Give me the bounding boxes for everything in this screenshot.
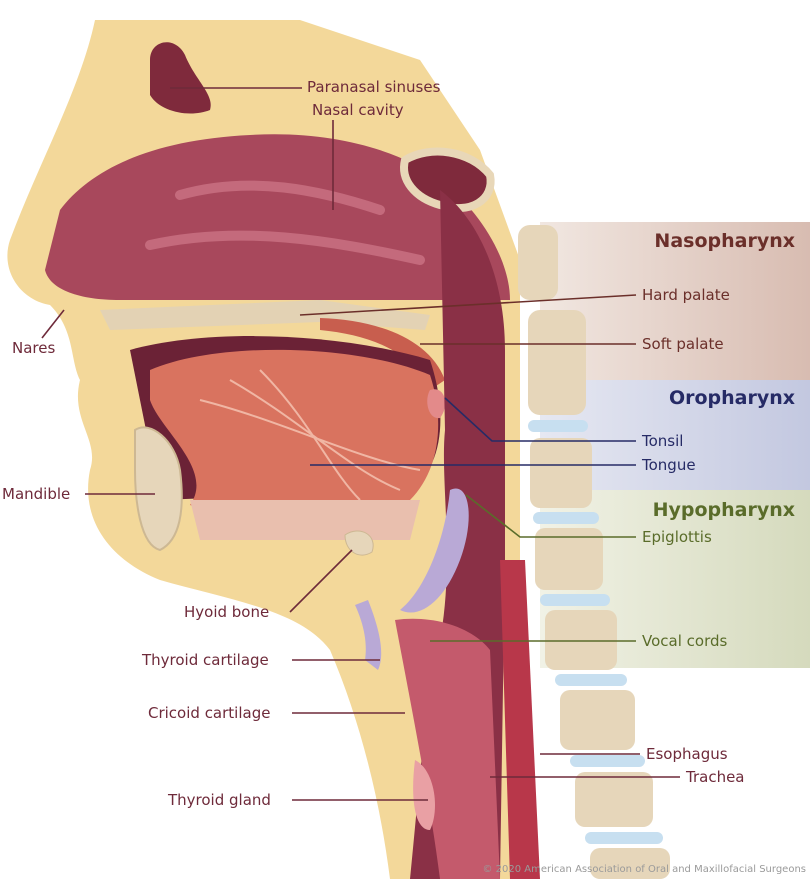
mandible-bone — [134, 426, 183, 552]
label-nasal-cavity: Nasal cavity — [312, 101, 404, 119]
label-cricoid-cartilage: Cricoid cartilage — [148, 704, 271, 722]
region-hypopharynx: Hypopharynx — [653, 501, 795, 520]
label-paranasal-sinuses: Paranasal sinuses — [307, 78, 441, 96]
copyright-notice: © 2020 American Association of Oral and … — [482, 864, 807, 875]
label-thyroid-cartilage: Thyroid cartilage — [142, 651, 269, 669]
tongue — [150, 349, 439, 516]
leader-lines — [41, 87, 680, 801]
epiglottis — [400, 488, 469, 613]
paranasal-sinus-frontal — [150, 42, 211, 114]
paranasal-sinus-sphenoid — [400, 147, 495, 213]
label-tongue: Tongue — [642, 456, 696, 474]
tonsil — [427, 389, 446, 419]
label-thyroid-gland: Thyroid gland — [168, 791, 271, 809]
region-oropharynx: Oropharynx — [669, 389, 795, 408]
larynx-trachea — [395, 618, 500, 879]
cervical-spine — [518, 225, 670, 879]
label-soft-palate: Soft palate — [642, 335, 724, 353]
region-nasopharynx: Nasopharynx — [654, 232, 795, 251]
nasopharynx-label: Nasopharynx — [654, 230, 795, 252]
label-mandible: Mandible — [2, 485, 71, 503]
thyroid-gland — [413, 760, 435, 830]
label-esophagus: Esophagus — [646, 745, 728, 763]
label-hard-palate: Hard palate — [642, 286, 730, 304]
label-nares: Nares — [12, 339, 56, 357]
chin-muscle — [190, 500, 420, 540]
hypopharynx-label: Hypopharynx — [652, 499, 795, 521]
label-epiglottis: Epiglottis — [642, 528, 712, 546]
label-tonsil: Tonsil — [642, 432, 684, 450]
label-vocal-cords: Vocal cords — [642, 632, 728, 650]
nasal-turbinates — [145, 180, 425, 265]
esophagus — [500, 560, 540, 879]
oropharynx-label: Oropharynx — [668, 387, 795, 409]
hyoid — [344, 530, 374, 556]
label-trachea: Trachea — [686, 768, 745, 786]
label-hyoid-bone: Hyoid bone — [184, 603, 270, 621]
thyroid-cartilage — [355, 600, 382, 670]
